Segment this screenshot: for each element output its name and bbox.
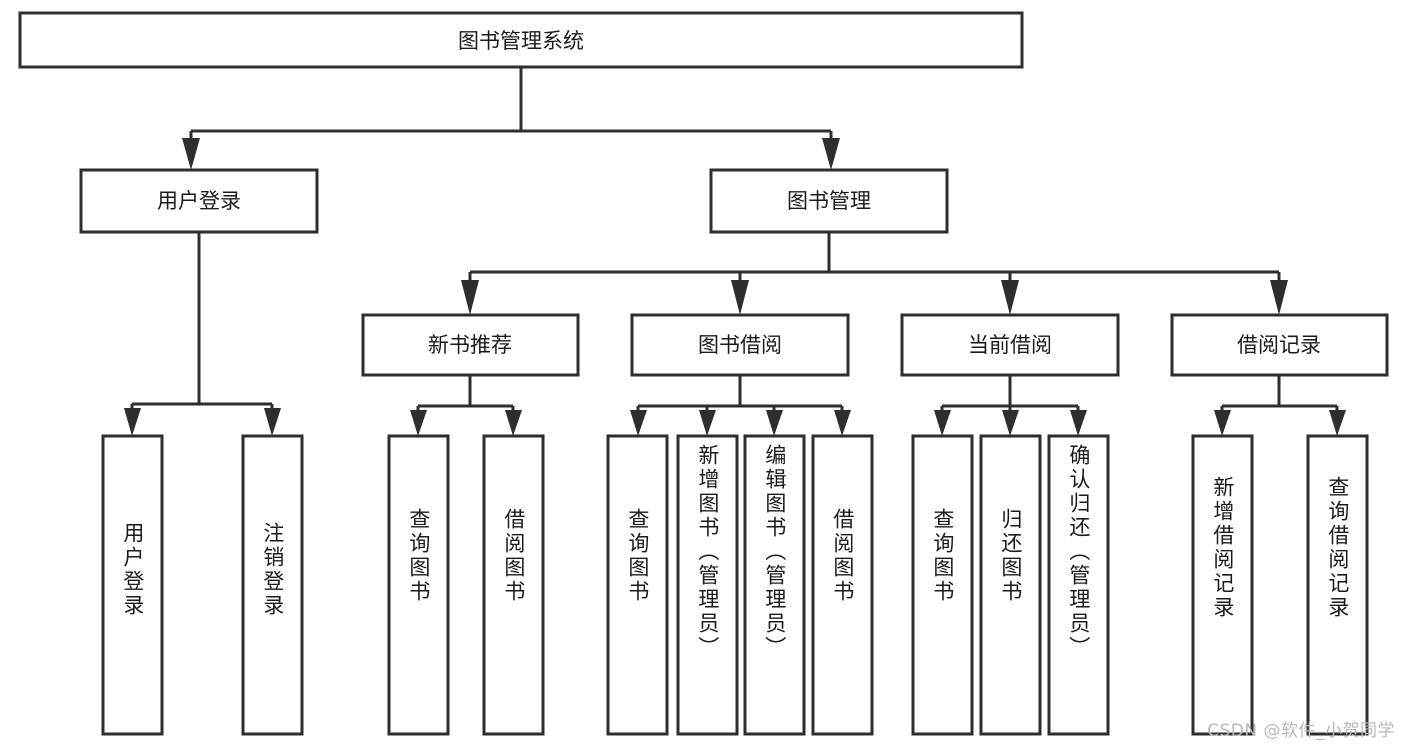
arrow-head-current-borrow	[1001, 280, 1019, 315]
leaf-box-add-record[interactable]	[1191, 434, 1254, 736]
node-new-book-recommend-label: 新书推荐	[428, 333, 512, 357]
node-current-borrow[interactable]: 当前借阅	[900, 313, 1120, 377]
arrow-head-leaf-query-book-2	[630, 410, 647, 436]
leaf-box-borrow-book-1[interactable]	[482, 434, 545, 736]
arrow-head-leaf-user-login	[124, 408, 141, 436]
node-book-borrow-label: 图书借阅	[698, 333, 782, 357]
arrow-head-leaf-add-record	[1214, 410, 1231, 436]
leaf-box-return-book[interactable]	[979, 434, 1042, 736]
node-user-login-label: 用户登录	[157, 189, 241, 213]
node-book-borrow[interactable]: 图书借阅	[630, 313, 850, 377]
leaf-box-confirm-return[interactable]	[1047, 434, 1110, 736]
arrow-head-leaf-logout-login	[264, 408, 281, 436]
node-user-login[interactable]: 用户登录	[79, 168, 319, 234]
arrow-head-leaf-add-book	[699, 410, 716, 436]
leaf-box-user-login[interactable]	[101, 434, 164, 736]
arrow-head-book-management	[822, 138, 840, 170]
connector-borrow-record-to-leaves	[1214, 375, 1346, 436]
arrow-head-leaf-return-book	[1002, 410, 1019, 436]
node-borrow-record[interactable]: 借阅记录	[1170, 313, 1389, 377]
node-borrow-record-label: 借阅记录	[1237, 333, 1321, 357]
arrow-head-leaf-query-book-1	[410, 410, 427, 436]
connector-book-management-to-level3	[461, 232, 1288, 315]
arrow-head-book-borrow	[731, 280, 749, 315]
arrow-head-user-login	[182, 138, 200, 170]
leaf-box-query-book-2[interactable]	[606, 434, 669, 736]
node-new-book-recommend[interactable]: 新书推荐	[361, 313, 580, 377]
arrow-head-leaf-edit-book	[766, 410, 783, 436]
arrow-head-new-book-recommend	[461, 280, 479, 315]
node-new-book-recommend-box[interactable]	[361, 313, 580, 377]
arrow-head-leaf-query-book-3	[934, 410, 951, 436]
connector-current-borrow-to-leaves	[934, 375, 1087, 436]
node-book-management-label: 图书管理	[787, 189, 871, 213]
node-user-login-box[interactable]	[79, 168, 319, 234]
node-root-box[interactable]	[18, 11, 1024, 69]
leaf-box-add-book[interactable]	[676, 434, 739, 736]
watermark-text: CSDN @软件_小贺同学	[1207, 721, 1395, 741]
arrow-head-borrow-record	[1270, 280, 1288, 315]
arrow-head-leaf-borrow-book-1	[505, 410, 522, 436]
node-current-borrow-box[interactable]	[900, 313, 1120, 377]
node-current-borrow-label: 当前借阅	[968, 333, 1052, 357]
leaf-box-query-book-3[interactable]	[911, 434, 974, 736]
leaf-box-borrow-book-2[interactable]	[811, 434, 874, 736]
leaf-box-logout-login[interactable]	[241, 434, 304, 736]
arrow-head-leaf-confirm-return	[1070, 410, 1087, 436]
connector-new-book-recommend-to-leaves	[410, 375, 522, 436]
connector-user-login-to-leaves	[124, 232, 281, 436]
leaf-box-query-record[interactable]	[1306, 434, 1369, 736]
node-book-management[interactable]: 图书管理	[709, 168, 949, 234]
arrow-head-leaf-borrow-book-2	[834, 410, 851, 436]
node-root-label: 图书管理系统	[458, 29, 584, 53]
leaf-box-edit-book[interactable]	[743, 434, 806, 736]
arrow-head-leaf-query-record	[1329, 410, 1346, 436]
node-root[interactable]: 图书管理系统	[18, 11, 1024, 69]
leaf-box-query-book-1[interactable]	[387, 434, 450, 736]
connector-root-to-level2	[182, 67, 840, 170]
connector-book-borrow-to-leaves	[630, 375, 851, 436]
